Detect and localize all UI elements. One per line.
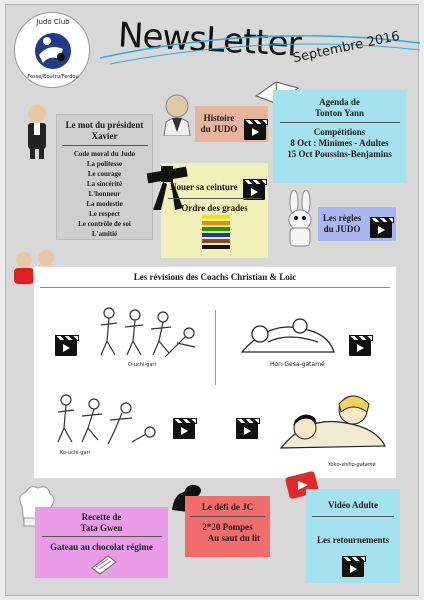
ceinture-title: Nouer sa ceinture xyxy=(170,182,238,192)
list-item: Le courage xyxy=(87,170,122,178)
regles-line2: du JUDO xyxy=(323,224,361,234)
video-clapper-icon[interactable] xyxy=(236,418,260,439)
video-clapper-icon[interactable] xyxy=(55,335,79,356)
recette-rule xyxy=(42,536,162,537)
agenda-title: Agenda de Tonton Yann xyxy=(273,97,406,119)
revisions-title: Les révisions des Coachs Christian & Loi… xyxy=(133,272,297,282)
grade-colors xyxy=(202,215,230,251)
ceinture-rule xyxy=(168,198,262,199)
defi-rule xyxy=(190,516,265,517)
recette-line1: Recette de xyxy=(81,512,122,522)
video-clapper-icon[interactable] xyxy=(370,217,394,238)
grade-black xyxy=(202,245,230,249)
president-rule xyxy=(62,145,148,146)
defi-line2: Au saut du lit xyxy=(207,533,260,543)
list-item: La politesse xyxy=(86,160,123,168)
president-title-line1: Le mot du président xyxy=(65,120,144,130)
list-item: La modestie xyxy=(86,200,123,208)
president-title-line2: Xavier xyxy=(91,131,118,141)
club-name: Judo Club xyxy=(36,18,70,26)
agenda-event-1: 8 Oct : Minimes - Adultes xyxy=(290,138,389,148)
recette-title: Recette de Tata Gwen xyxy=(35,512,168,534)
agenda-title-line2: Tonton Yann xyxy=(314,108,365,118)
president-title: Le mot du président Xavier xyxy=(56,120,153,142)
grade-green xyxy=(202,227,230,231)
revisions-rule xyxy=(40,287,390,288)
histoire-line1: Histoire xyxy=(203,113,235,123)
decorative-lines xyxy=(100,35,420,65)
agenda-title-line1: Agenda de xyxy=(319,97,360,107)
code-moral-list: Code moral du Judo La politesse Le coura… xyxy=(56,149,153,239)
histoire-line2: du JUDO xyxy=(200,124,238,134)
video-adulte-title: Vidéo Adulte xyxy=(328,500,378,510)
jigoro-kano-portrait xyxy=(163,94,191,136)
list-item: Le contrôle de soi xyxy=(78,220,131,228)
caption-yoko-shiho-gatame: Yoko-shiho-gatamé xyxy=(328,462,376,468)
caption-ko-uchi-gari: Ko-uchi-gari xyxy=(60,450,90,456)
caption-hon-gesa-gatame: Hon-Gesa-gatamé xyxy=(270,361,325,368)
list-item: L'honneur xyxy=(88,190,121,198)
video-clapper-icon[interactable] xyxy=(173,418,197,439)
club-town: Fosse/Boutru/Ferdou xyxy=(27,74,79,80)
recette-body: Gateau au chocolat régime xyxy=(50,542,153,552)
video-clapper-icon[interactable] xyxy=(342,556,366,577)
defi-body: 2*20 Pompes Au saut du lit xyxy=(185,522,270,544)
ko-uchi-gari-drawing xyxy=(57,394,156,445)
agenda-event-2: 15 Oct Poussins-Benjamins xyxy=(287,149,392,159)
club-logo: Judo Club Fosse/Boutru/Ferdou xyxy=(14,12,90,88)
video-clapper-icon[interactable] xyxy=(244,119,268,140)
president-avatar xyxy=(28,105,46,159)
defi-title: Le défi de JC xyxy=(201,502,254,512)
yoko-shiho-gatame-drawing xyxy=(279,395,386,449)
list-item: Code moral du Judo xyxy=(73,150,136,158)
ceinture-subtitle: Ordre des grades xyxy=(181,203,248,213)
regles-line1: Les règles xyxy=(322,213,362,223)
list-item: La sincérité xyxy=(86,180,123,188)
video-adulte-subtitle: Les retournements xyxy=(316,535,390,545)
grade-blue xyxy=(202,233,230,237)
agenda-subtitle: Compétitions xyxy=(313,127,366,137)
agenda-body: Compétitions 8 Oct : Minimes - Adultes 1… xyxy=(273,127,406,160)
agenda-panel xyxy=(273,90,406,183)
notebook-icon xyxy=(91,555,117,575)
list-item: Le respect xyxy=(89,210,120,218)
defi-panel xyxy=(185,496,270,557)
regles-title: Les règles du JUDO xyxy=(318,213,366,235)
o-uchi-gari-drawing xyxy=(100,307,196,358)
recette-line2: Tata Gwen xyxy=(80,523,123,533)
belt-knot-icon xyxy=(146,166,188,210)
judoka-logo-icon xyxy=(35,33,71,69)
hon-gesa-gatame-drawing xyxy=(240,318,335,353)
grade-brown xyxy=(202,239,230,243)
president-panel xyxy=(56,114,153,240)
caption-o-uchi-gari: O-uchi-gari xyxy=(128,362,156,368)
defi-line1: 2*20 Pompes xyxy=(202,522,253,532)
grade-orange xyxy=(202,221,230,225)
list-item: L'amitié xyxy=(91,230,118,238)
video-adulte-rule xyxy=(312,516,394,517)
histoire-title: Histoire du JUDO xyxy=(195,113,243,135)
grade-yellow xyxy=(202,215,230,219)
rabbid-mascot-icon xyxy=(288,190,312,247)
video-clapper-icon[interactable] xyxy=(243,179,267,200)
revisions-divider xyxy=(215,310,216,385)
video-clapper-icon[interactable] xyxy=(349,335,373,356)
agenda-rule xyxy=(280,122,400,123)
